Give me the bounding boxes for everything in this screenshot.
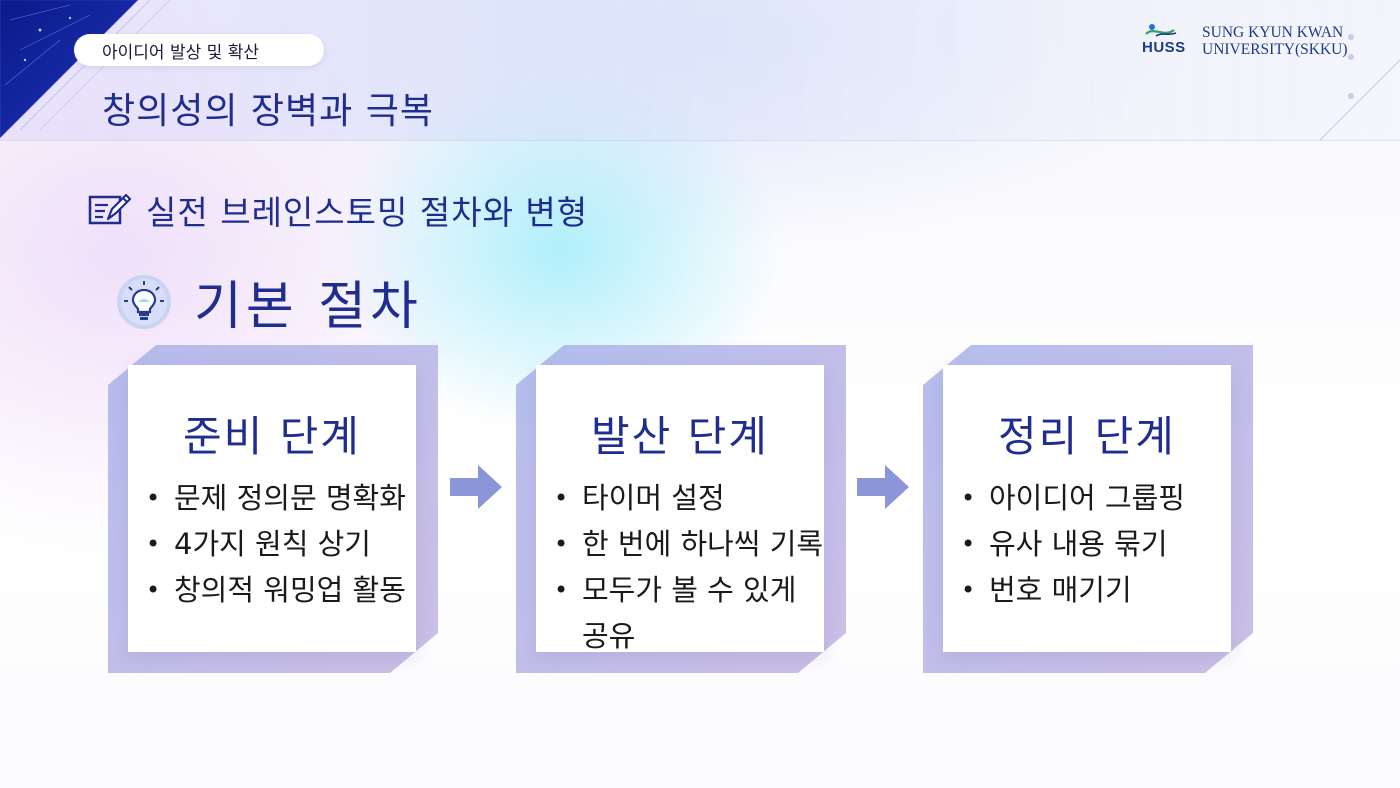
section-title: 기본 절차 xyxy=(116,264,422,339)
stage-item: 4가지 원칙 상기 xyxy=(146,521,416,567)
stage-card-body: 정리 단계 아이디어 그룹핑 유사 내용 묶기 번호 매기기 xyxy=(943,365,1231,652)
stage-item: 한 번에 하나씩 기록 xyxy=(554,521,824,567)
arrow-right-icon xyxy=(450,465,502,509)
stage-title: 준비 단계 xyxy=(183,412,361,461)
logo-line1: SUNG KYUN KWAN xyxy=(1202,24,1344,41)
logo-abbr: HUSS xyxy=(1142,39,1186,56)
stage-card-organize: 정리 단계 아이디어 그룹핑 유사 내용 묶기 번호 매기기 xyxy=(923,345,1253,675)
decor-dot xyxy=(1348,54,1354,60)
topic-pill: 아이디어 발상 및 확산 xyxy=(74,34,324,66)
logo-line2: UNIVERSITY(SKKU) xyxy=(1202,41,1348,58)
stage-title: 발산 단계 xyxy=(591,412,769,461)
skku-logo: HUSS SUNG KYUN KWAN UNIVERSITY(SKKU) xyxy=(1142,22,1348,62)
skku-logo-mark-icon xyxy=(1145,24,1177,37)
stage-card-body: 준비 단계 문제 정의문 명확화 4가지 원칙 상기 창의적 워밍업 활동 xyxy=(128,365,416,652)
stage-card-prepare: 준비 단계 문제 정의문 명확화 4가지 원칙 상기 창의적 워밍업 활동 xyxy=(108,345,438,675)
stage-item-list: 타이머 설정 한 번에 하나씩 기록 모두가 볼 수 있게 공유 xyxy=(554,475,824,659)
stage-item: 문제 정의문 명확화 xyxy=(146,475,416,521)
stage-item: 모두가 볼 수 있게 공유 xyxy=(554,567,824,659)
stage-card-body: 발산 단계 타이머 설정 한 번에 하나씩 기록 모두가 볼 수 있게 공유 xyxy=(536,365,824,653)
stage-item: 타이머 설정 xyxy=(554,475,824,521)
stage-title: 정리 단계 xyxy=(998,412,1176,461)
stage-item: 번호 매기기 xyxy=(961,567,1231,613)
decor-dot xyxy=(1348,93,1354,99)
stage-item: 유사 내용 묶기 xyxy=(961,521,1231,567)
stage-card-diverge: 발산 단계 타이머 설정 한 번에 하나씩 기록 모두가 볼 수 있게 공유 xyxy=(516,345,846,675)
stage-item-list: 아이디어 그룹핑 유사 내용 묶기 번호 매기기 xyxy=(961,475,1231,613)
subheading-text: 실전 브레인스토밍 절차와 변형 xyxy=(146,193,589,232)
subheading: 실전 브레인스토밍 절차와 변형 xyxy=(88,186,588,234)
section-title-text: 기본 절차 xyxy=(194,277,422,337)
stage-item: 창의적 워밍업 활동 xyxy=(146,567,416,613)
decor-line xyxy=(1320,60,1400,140)
arrow-right-icon xyxy=(857,465,909,509)
stage-item: 아이디어 그룹핑 xyxy=(961,475,1231,521)
decor-dot xyxy=(1348,34,1354,40)
page-title: 창의성의 장벽과 극복 xyxy=(102,91,434,132)
lightbulb-icon xyxy=(117,274,171,329)
edit-note-icon xyxy=(88,193,132,225)
topic-label: 아이디어 발상 및 확산 xyxy=(102,42,259,63)
stage-item-list: 문제 정의문 명확화 4가지 원칙 상기 창의적 워밍업 활동 xyxy=(146,475,416,613)
header-band xyxy=(0,0,1400,141)
